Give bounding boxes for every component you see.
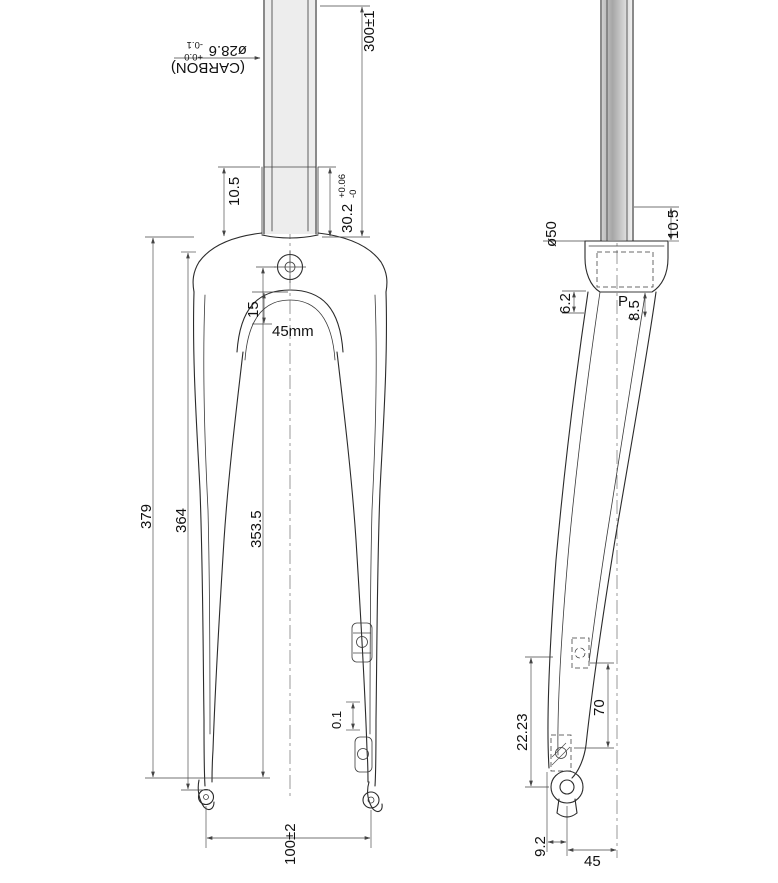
dim-race-diameter: 30.2 [339,204,356,233]
dim-race-height: 10.5 [226,177,243,206]
arch-clearance-label: 45mm [272,323,314,340]
arch-inner [244,299,336,361]
left-dropout-eye [197,788,215,806]
dim-8-5: 8.5 [626,300,643,321]
dim-rake-group: 45 [567,848,617,870]
steerer-diameter-callout: ø28.6 +0.0 -0.1 (CARBON) [171,39,247,76]
dim-steerer-diameter-tol-minus: -0.1 [187,39,203,50]
front-steerer-tube [261,0,319,235]
front-dropouts [197,779,383,813]
dim-6-2: 6.2 [557,293,574,314]
dim-6-2-group: 6.2 [557,290,586,314]
front-crown [192,232,388,361]
side-dropout [550,770,584,818]
material-label: (CARBON) [171,59,245,76]
dim-dropout-spacing: 100±2 [282,823,299,865]
dim-353-group: 353.5 [248,266,276,778]
dim-steerer-diameter-tol-plus: +0.0 [184,51,203,62]
dim-axle-to-crown: 379 [138,504,155,529]
dim-steerer-diameter: ø28.6 [209,42,247,59]
dim-runout: 0.1 [329,711,344,729]
steerer-shading [602,0,632,240]
dim-race-diameter-tol-plus: +0.06 [337,174,348,198]
dim-axle-to-race: 364 [173,508,190,533]
side-lower-mount [550,734,572,772]
dim-race-height-group: 10.5 [218,166,260,237]
right-blade-lower-mount [354,736,373,773]
front-blade-right [336,291,387,787]
dim-crown-diameter-group: ø50 [543,221,585,247]
dim-8-5-group: 8.5 [626,291,652,321]
dim-379-group: 379 [138,236,270,779]
dim-mount-spacing: 70 [591,699,608,716]
side-steerer-tube [600,0,634,242]
dim-22-23-group: 22.23 [514,656,553,788]
crown-hidden-pocket [596,251,654,288]
dim-race-height-side-group: 10.5 [634,206,682,242]
dim-steerer-length-group: 300±1 [320,5,378,238]
dim-9-2-group: 9.2 [532,772,568,857]
dim-rake: 45 [584,853,601,870]
dim-race-diameter-tol-minus: -0 [348,190,359,198]
front-view: ø28.6 +0.0 -0.1 (CARBON) 300±1 10.5 [138,0,388,865]
datum-label: P [618,293,628,310]
steerer-shading [265,0,315,234]
side-crown [584,240,669,293]
dropout-outer [550,770,584,804]
side-upper-mount [571,637,590,669]
dim-race-diameter-group: 30.2 +0.06 -0 [318,166,359,237]
dim-crown-offset-group: 15 [245,291,288,325]
dim-364-group: 364 [173,251,210,791]
dim-crown-offset: 15 [245,301,262,318]
right-dropout-eye [362,791,380,809]
right-blade-upper-mount [351,622,373,663]
dim-70-group: 70 [574,662,614,749]
side-view: ø50 10.5 6.2 8.5 P [514,0,682,870]
side-blade [547,291,657,779]
dim-runout-group: 0.1 [329,701,360,731]
dim-dropout-offset: 9.2 [532,836,549,857]
front-blade-left [193,291,244,787]
dim-steerer-length: 300±1 [361,10,378,52]
dim-dropout-width: 22.23 [514,713,531,751]
dim-crown-diameter: ø50 [543,221,560,247]
arch-outer [236,289,344,353]
dim-axle-to-crown-center: 353.5 [248,510,265,548]
dim-dropout-spacing-group: 100±2 [205,806,372,865]
axle-hole [559,779,575,795]
dim-race-height-side: 10.5 [665,210,682,239]
dim-steerer-diameter-group: ø28.6 +0.0 -0.1 (CARBON) [171,39,261,76]
